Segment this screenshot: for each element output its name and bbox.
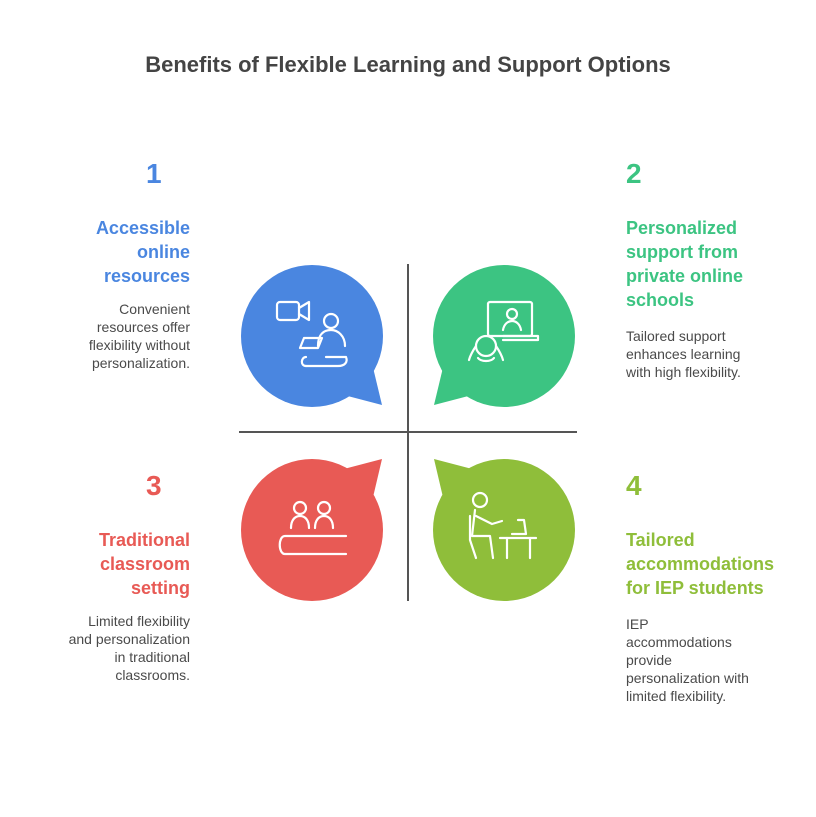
quadrant-1-bubble bbox=[241, 265, 383, 407]
online-tutor-icon bbox=[467, 300, 540, 363]
quadrant-2-desc-line: with high flexibility. bbox=[626, 364, 741, 380]
quadrant-1-description: Convenient resources offer flexibility w… bbox=[20, 300, 190, 372]
page-title: Benefits of Flexible Learning and Suppor… bbox=[145, 52, 671, 77]
quadrant-2-heading-line: private online bbox=[626, 266, 744, 286]
quadrant-1-desc-line: flexibility without bbox=[88, 337, 190, 353]
quadrant-4-heading: Tailored accommodations for IEP students bbox=[626, 528, 811, 600]
quadrant-1-heading: Accessible online resources bbox=[20, 216, 190, 288]
quadrant-1-heading-line: Accessible bbox=[95, 218, 190, 238]
quadrant-2-heading-line: Personalized bbox=[626, 218, 738, 238]
quadrant-1-heading-line: online bbox=[137, 242, 190, 262]
quadrant-4-number: 4 bbox=[626, 470, 642, 501]
quadrant-3-desc-line: in traditional bbox=[114, 649, 191, 665]
quadrant-1-desc-line: Convenient bbox=[119, 301, 190, 317]
quadrant-4-desc-line: accommodations bbox=[626, 634, 732, 650]
quadrant-1-desc-line: personalization. bbox=[91, 355, 190, 371]
quadrant-3-description: Limited flexibility and personalization … bbox=[20, 612, 190, 684]
quadrant-3-number: 3 bbox=[146, 470, 162, 501]
quadrant-2-heading-line: schools bbox=[626, 290, 695, 310]
quadrant-2-number: 2 bbox=[626, 158, 642, 189]
quadrant-1-number: 1 bbox=[146, 158, 162, 189]
student-desk-icon bbox=[468, 491, 538, 560]
quadrant-3-heading: Traditional classroom setting bbox=[20, 528, 190, 600]
quadrant-4-heading-line: accommodations bbox=[626, 554, 775, 574]
quadrant-3-desc-line: classrooms. bbox=[115, 667, 190, 683]
quadrant-2-description: Tailored support enhances learning with … bbox=[626, 327, 806, 381]
quadrant-4-desc-line: provide bbox=[626, 652, 672, 668]
quadrant-3-desc-line: Limited flexibility bbox=[88, 613, 190, 629]
quadrant-2-desc-line: enhances learning bbox=[626, 346, 741, 362]
quadrant-3-heading-line: setting bbox=[130, 578, 190, 598]
quadrant-4-bubble bbox=[433, 459, 575, 601]
classroom-icon bbox=[278, 500, 348, 556]
quadrant-2-heading-line: support from bbox=[626, 242, 738, 262]
quadrant-2-heading: Personalized support from private online… bbox=[626, 216, 806, 312]
quadrant-3-bubble bbox=[241, 459, 383, 601]
quadrant-3-desc-line: and personalization bbox=[68, 631, 190, 647]
quadrant-2-desc-line: Tailored support bbox=[626, 328, 726, 344]
quadrant-1-desc-line: resources offer bbox=[96, 319, 190, 335]
quadrant-3-heading-line: Traditional bbox=[98, 530, 190, 550]
quadrant-3-heading-line: classroom bbox=[99, 554, 190, 574]
quadrant-4-heading-line: for IEP students bbox=[626, 578, 764, 598]
quadrant-4-desc-line: limited flexibility. bbox=[626, 688, 727, 704]
quadrant-1-heading-line: resources bbox=[103, 266, 190, 286]
quadrant-4-heading-line: Tailored bbox=[626, 530, 695, 550]
quadrant-4-description: IEP accommodations provide personalizati… bbox=[626, 615, 806, 705]
quadrant-4-desc-line: personalization with bbox=[626, 670, 749, 686]
video-learner-icon bbox=[275, 300, 348, 368]
quadrant-4-desc-line: IEP bbox=[626, 616, 649, 632]
